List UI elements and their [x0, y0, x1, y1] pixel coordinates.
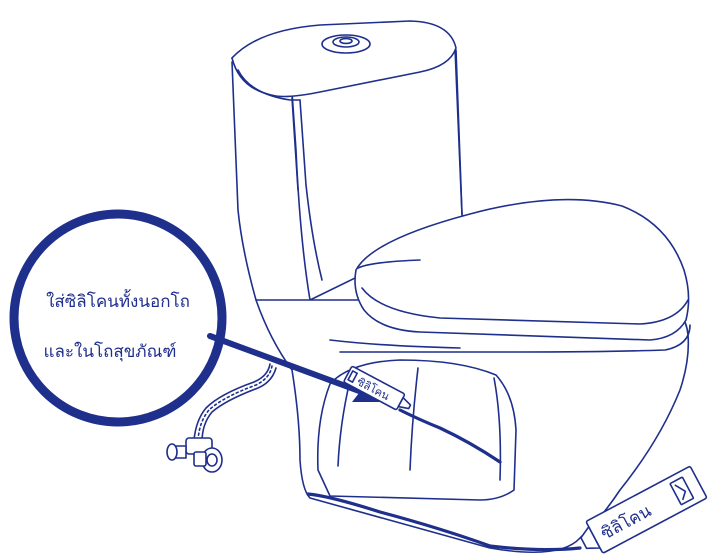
toilet-illustration: [167, 21, 690, 552]
instruction-callout: ใส่ซิลิโคนทั้งนอกโถ และในโถสุขภัณฑ์: [14, 214, 222, 422]
callout-circle: [14, 214, 222, 422]
flush-button: [322, 35, 370, 53]
angle-valve: [167, 438, 222, 472]
callout-line-1: ใส่ซิลิโคนทั้งนอกโถ: [46, 289, 190, 312]
callout-line-2: และในโถสุขภัณฑ์: [44, 341, 177, 362]
